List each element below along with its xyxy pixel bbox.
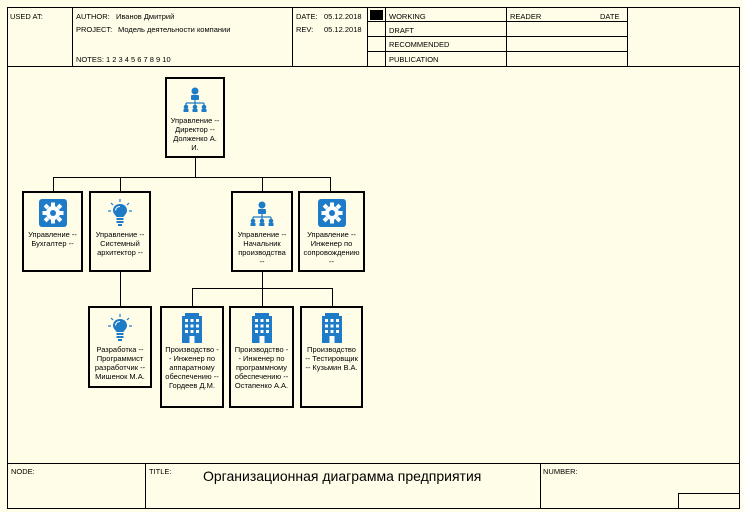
node-tester[interactable]: Производство -- Тестировщик -- Кузьмин В… [300, 306, 363, 408]
building-icon [248, 313, 276, 343]
org-icon [181, 85, 209, 113]
diagram-title: Организационная диаграмма предприятия [203, 468, 482, 484]
node-sw-engineer[interactable]: Производство -- Инженер по программному … [229, 306, 294, 408]
building-icon [318, 313, 346, 343]
node-director[interactable]: Управление -- Директор -- Долженко А. И. [165, 77, 225, 158]
node-production-head[interactable]: Управление -- Начальник производства -- [231, 191, 293, 272]
connector [192, 288, 193, 306]
node-label: Управление -- Начальник производства -- [237, 230, 287, 266]
connector [195, 158, 196, 178]
status-working: WORKING [389, 12, 426, 21]
project-value: Модель деятельности компании [118, 25, 231, 34]
author-label: AUTHOR: [76, 12, 110, 21]
node-label: Управление -- Инженер по сопровождению -… [303, 230, 360, 266]
project-label: PROJECT: [76, 25, 113, 34]
status-divider [367, 21, 627, 22]
node-label: Производство -- Инженер по аппаратному о… [165, 345, 219, 390]
author-value: Иванов Дмитрий [116, 12, 175, 21]
number-box [678, 493, 740, 509]
footer-divider [145, 463, 146, 509]
connector [120, 177, 121, 192]
node-label: Управление -- Директор -- Долженко А. И. [170, 116, 220, 152]
status-draft: DRAFT [389, 26, 414, 35]
status-recommended: RECOMMENDED [389, 40, 450, 49]
node-architect[interactable]: Управление -- Системный архитектор -- [89, 191, 151, 272]
bulb-icon [106, 199, 134, 227]
node-label: Управление -- Системный архитектор -- [95, 230, 145, 257]
header-right-cell [627, 7, 740, 67]
notes-row: NOTES: 1 2 3 4 5 6 7 8 9 10 [76, 55, 171, 64]
reader-label: READER [510, 12, 542, 21]
node-support[interactable]: Управление -- Инженер по сопровождению -… [298, 191, 365, 272]
node-label: Производство -- Тестировщик -- Кузьмин В… [305, 345, 358, 372]
connector [262, 288, 263, 306]
node-hw-engineer[interactable]: Производство -- Инженер по аппаратному о… [160, 306, 224, 408]
gear-icon [38, 199, 67, 227]
node-accountant[interactable]: Управление -- Бухгалтер -- [22, 191, 83, 272]
footer-divider [7, 463, 740, 464]
node-label: Производство -- Инженер по программному … [234, 345, 289, 390]
connector [330, 177, 331, 192]
footer-divider [540, 463, 541, 509]
status-divider [367, 36, 627, 37]
title-label: TITLE: [149, 467, 172, 476]
rev-label: REV: [296, 25, 314, 34]
date-label: DATE: [296, 12, 318, 21]
node-label-footer: NODE: [11, 467, 35, 476]
connector [53, 177, 330, 178]
used-at-label: USED AT: [10, 12, 43, 21]
building-icon [178, 313, 206, 343]
connector [262, 177, 263, 192]
connector [262, 272, 263, 289]
bulb-icon [106, 314, 134, 342]
working-marker [370, 10, 383, 20]
rev-value: 05.12.2018 [324, 25, 362, 34]
node-label: Управление -- Бухгалтер -- [28, 230, 77, 248]
date-value: 05.12.2018 [324, 12, 362, 21]
gear-icon [317, 199, 346, 227]
status-publication: PUBLICATION [389, 55, 439, 64]
node-developer[interactable]: Разработка -- Программист разработчик --… [88, 306, 152, 388]
number-label: NUMBER: [543, 467, 578, 476]
node-label: Разработка -- Программист разработчик --… [94, 345, 146, 381]
connector [332, 288, 333, 306]
connector [53, 177, 54, 192]
reader-date-label: DATE [600, 12, 620, 21]
org-icon [248, 199, 276, 227]
status-divider [367, 51, 627, 52]
connector [120, 272, 121, 306]
